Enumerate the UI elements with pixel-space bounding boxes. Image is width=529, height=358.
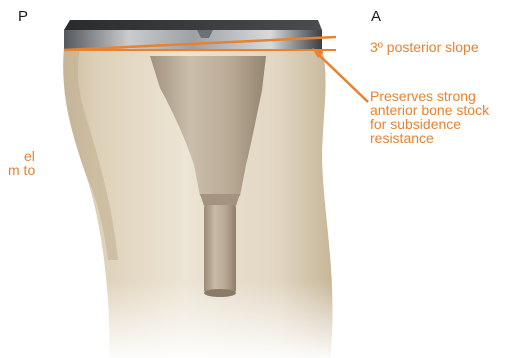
- anterior-label: A: [371, 10, 381, 24]
- posterior-slope-label: 3º posterior slope: [370, 40, 479, 54]
- posterior-label: P: [18, 10, 28, 24]
- bone-stock-label: Preserves strong anterior bone stock for…: [370, 89, 529, 145]
- implant-stem-neck: [200, 194, 240, 206]
- tibial-tray-top: [64, 20, 322, 30]
- cropped-left-line-1: el: [0, 149, 48, 163]
- implant-stem: [204, 205, 236, 293]
- bone-stock-line-1: Preserves strong: [370, 89, 529, 103]
- cropped-left-line-2: m to: [0, 163, 48, 177]
- bone-stock-line-2: anterior bone stock: [370, 103, 529, 117]
- cropped-left-label: el m to: [0, 149, 48, 177]
- implant-stem-tip: [204, 289, 236, 297]
- bone-stock-line-3: for subsidence: [370, 117, 529, 131]
- bone-stock-line-4: resistance: [370, 131, 529, 145]
